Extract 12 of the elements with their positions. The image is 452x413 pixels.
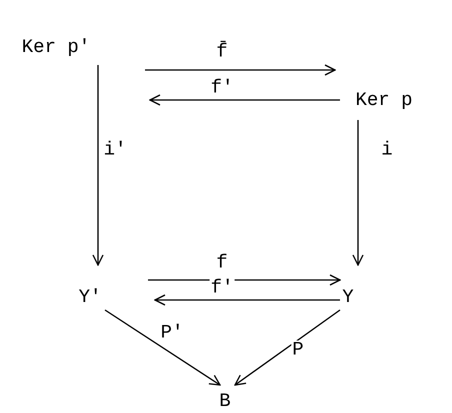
arrow: [149, 94, 340, 106]
arrow: [234, 309, 340, 386]
arrow: [154, 294, 340, 306]
arrow: [352, 120, 364, 266]
math-object-label: Y': [72, 285, 108, 309]
math-object-label: Ker p': [4, 35, 108, 59]
arrow: [145, 64, 336, 76]
math-object-label: Y: [336, 285, 360, 309]
math-object-label: Ker p: [328, 88, 440, 112]
arrow: [104, 309, 221, 386]
math-object-label: B: [214, 390, 236, 412]
arrow: [92, 65, 104, 266]
